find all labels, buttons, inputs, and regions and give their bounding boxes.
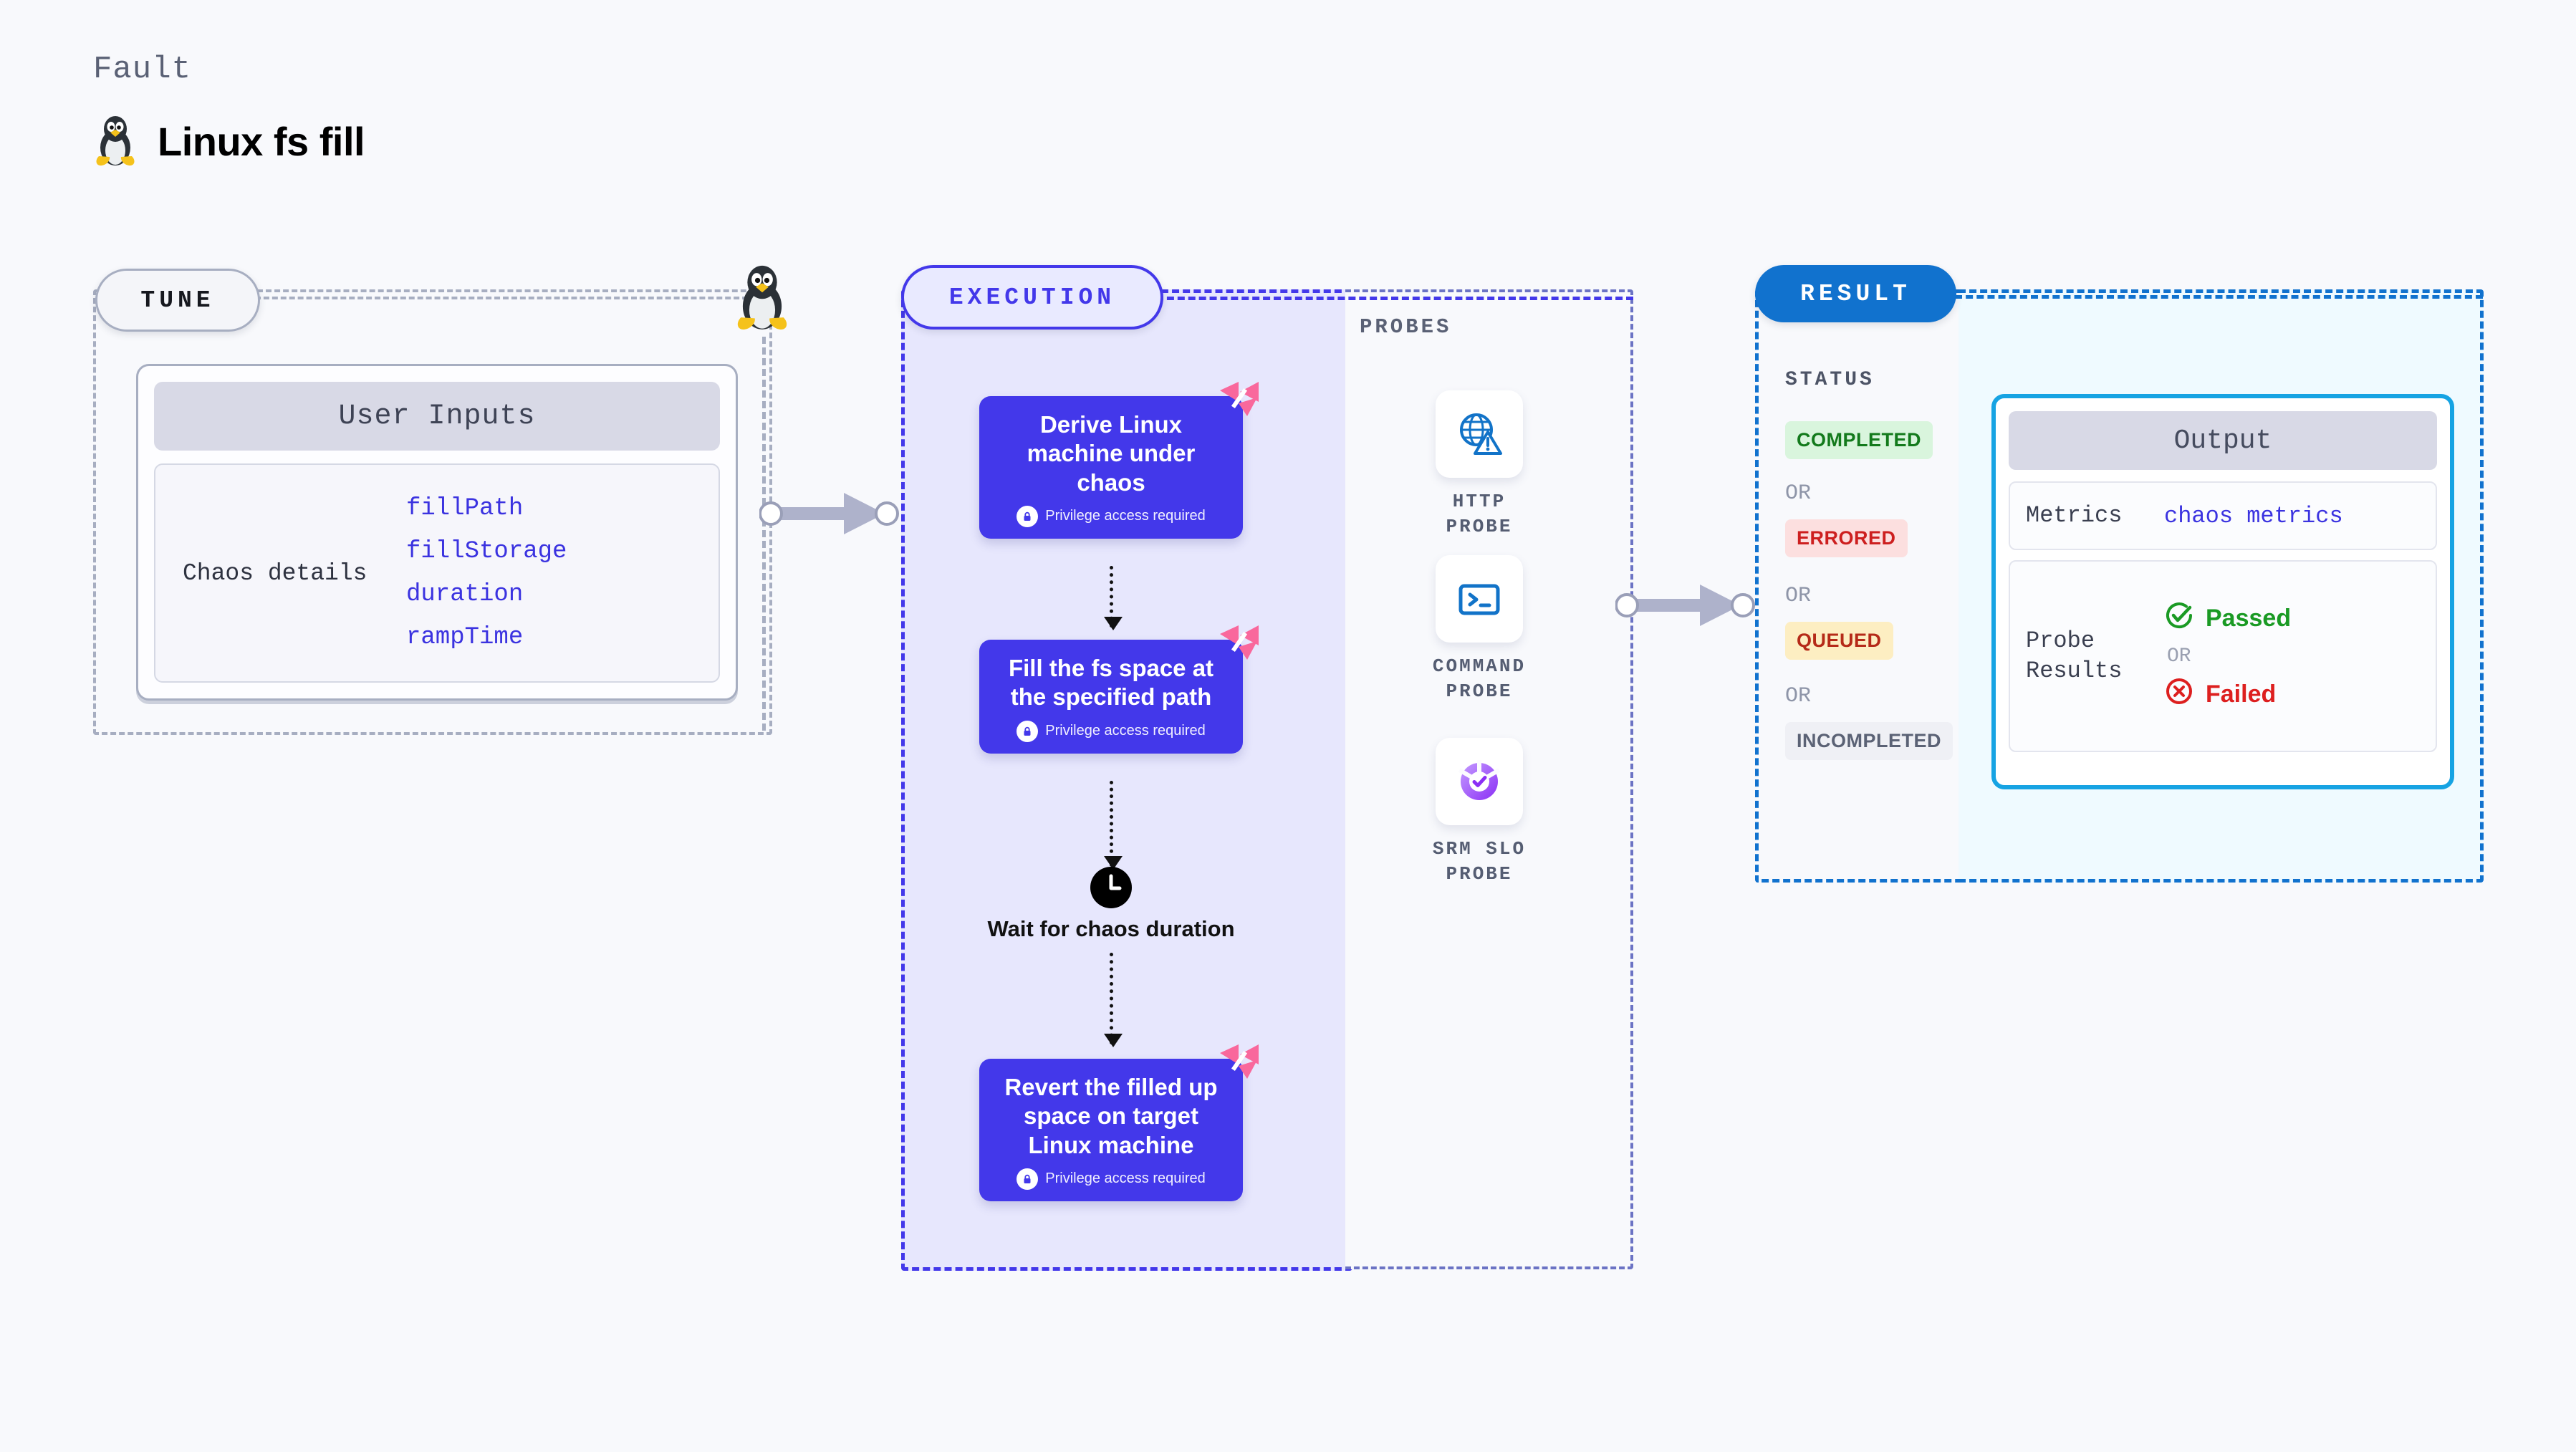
tune-to-execution-arrow [759,481,903,549]
tune-connector-line [255,297,756,299]
output-metrics-key: Metrics [2026,502,2123,529]
execution-step-note: Privilege access required [1045,508,1206,524]
probe-result-failed: Failed [2164,676,2291,713]
output-card: Output Metrics chaos metrics Probe Resul… [1991,394,2454,789]
tune-drop-line [762,337,766,731]
globe-alert-icon [1436,390,1523,478]
check-circle-icon [2164,600,2194,637]
chaos-details-label: Chaos details [183,559,367,587]
execution-step-card[interactable]: Derive Linux machine under chaos Privile… [979,382,1259,539]
execution-step-title: Fill the fs space at the specified path [1008,655,1214,711]
param-fillpath[interactable]: fillPath [406,495,524,522]
litmus-logo-icon [1217,378,1261,422]
execution-step-note-row: Privilege access required [992,1168,1230,1190]
user-inputs-header: User Inputs [154,382,720,451]
status-badge-incompleted: INCOMPLETED [1785,722,1953,760]
param-fillstorage[interactable]: fillStorage [406,538,567,565]
status-badge-completed: COMPLETED [1785,421,1933,459]
lock-icon [1017,720,1039,742]
litmus-logo-icon [1217,1040,1261,1085]
execution-step-note-row: Privilege access required [992,505,1230,527]
result-section-pill[interactable]: RESULT [1755,265,1956,322]
user-inputs-card: User Inputs Chaos details fillPath fillS… [136,364,738,701]
lock-icon [1017,1168,1039,1190]
probe-srm-slo[interactable]: SRM SLO PROBE [1426,738,1533,887]
execution-step-card[interactable]: Fill the fs space at the specified path … [979,625,1259,754]
probe-result-passed: Passed [2164,600,2291,637]
probe-srm-slo-label: SRM SLO PROBE [1432,838,1527,885]
status-or-separator: OR [1785,684,1812,708]
output-probe-results-row: Probe Results Passed OR [2009,560,2437,752]
probe-result-failed-label: Failed [2206,680,2277,708]
status-badge-errored: ERRORED [1785,519,1908,557]
execution-step-card[interactable]: Revert the filled up space on target Lin… [979,1044,1259,1201]
param-ramptime[interactable]: rampTime [406,624,524,651]
output-metrics-value[interactable]: chaos metrics [2164,502,2343,529]
status-badge-queued: QUEUED [1785,622,1893,660]
execution-step-title: Derive Linux machine under chaos [1027,411,1196,496]
execution-connector-line [1156,297,1633,300]
param-duration[interactable]: duration [406,581,524,608]
probes-section-label: PROBES [1360,315,1452,339]
page-title-row: Linux fs fill [93,115,365,168]
execution-step-note: Privilege access required [1045,1170,1206,1187]
page-title: Linux fs fill [158,118,365,164]
clock-icon [1090,867,1132,908]
linux-penguin-icon [734,264,791,336]
lock-icon [1017,505,1039,527]
probe-result-passed-label: Passed [2206,604,2292,632]
tune-section-pill[interactable]: TUNE [95,269,260,332]
execution-section-pill[interactable]: EXECUTION [901,265,1163,330]
srm-slo-icon [1436,738,1523,825]
wait-node-label: Wait for chaos duration [987,916,1235,941]
result-connector-line [1955,295,2483,299]
output-card-header: Output [2009,411,2437,470]
status-or-separator: OR [1785,584,1812,608]
page-kicker: Fault [93,52,192,87]
output-metrics-row: Metrics chaos metrics [2009,481,2437,550]
execution-step-note-row: Privilege access required [992,720,1230,742]
probe-command-label: COMMAND PROBE [1432,655,1527,703]
result-status-label: STATUS [1785,369,1875,391]
probe-command[interactable]: COMMAND PROBE [1426,555,1533,704]
output-probe-results-key: Probe Results [2026,628,2123,684]
litmus-logo-icon [1217,621,1261,665]
linux-penguin-icon [93,115,138,168]
output-probe-results-values: Passed OR Failed [2164,600,2291,713]
execution-step-note: Privilege access required [1045,723,1206,739]
close-circle-icon [2164,676,2194,713]
chaos-details-row: Chaos details fillPath fillStorage durat… [154,463,720,683]
chaos-details-params: fillPath fillStorage duration rampTime [406,495,567,651]
execution-connector-arrow [1104,566,1123,630]
probe-http-label: HTTP PROBE [1446,491,1513,538]
probe-http[interactable]: HTTP PROBE [1426,390,1533,539]
status-or-separator: OR [1785,481,1812,506]
execution-connector-arrow [1104,953,1123,1047]
execution-step-title: Revert the filled up space on target Lin… [1004,1074,1218,1158]
execution-connector-arrow [1104,781,1123,870]
wait-for-chaos-duration-node: Wait for chaos duration [979,867,1243,943]
probes-to-result-arrow [1615,573,1759,641]
probe-result-or-separator: OR [2167,645,2191,668]
terminal-icon [1436,555,1523,643]
